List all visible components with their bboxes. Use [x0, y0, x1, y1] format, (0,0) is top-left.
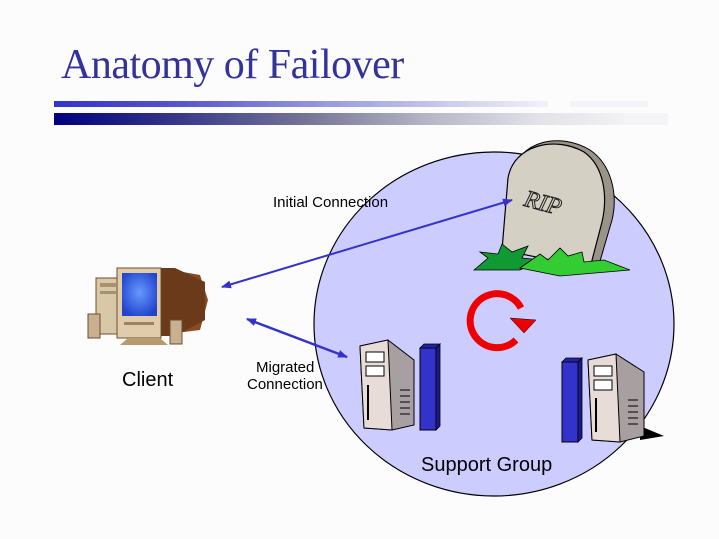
client-label: Client [122, 369, 174, 391]
title-underline-bar-bottom [54, 113, 624, 125]
server-tower-icon [359, 339, 415, 431]
tombstone-icon: RIP [472, 140, 631, 277]
server-tower-icon [587, 353, 664, 443]
slide-title: Anatomy of Failover [61, 42, 404, 88]
support-group-label: Support Group [421, 454, 553, 476]
title-underline-bar-bottom-fade [624, 113, 668, 125]
server-bar-icon [561, 357, 583, 443]
server-bar-icon [419, 343, 441, 431]
initial-connection-arrow [221, 198, 513, 289]
title-underline-bar-top-fade [570, 101, 648, 107]
initial-connection-label: Initial Connection [273, 194, 389, 211]
migrated-connection-arrow [246, 317, 348, 359]
migrated-connection-label-line2: Connection [247, 375, 323, 393]
migrated-connection-label: Migrated Connection [247, 359, 323, 393]
cycle-arrow-icon [466, 290, 537, 352]
title-underline-bar-top [54, 101, 548, 107]
desktop-computer-icon [87, 267, 208, 345]
migrated-connection-label-line1: Migrated [256, 359, 315, 376]
